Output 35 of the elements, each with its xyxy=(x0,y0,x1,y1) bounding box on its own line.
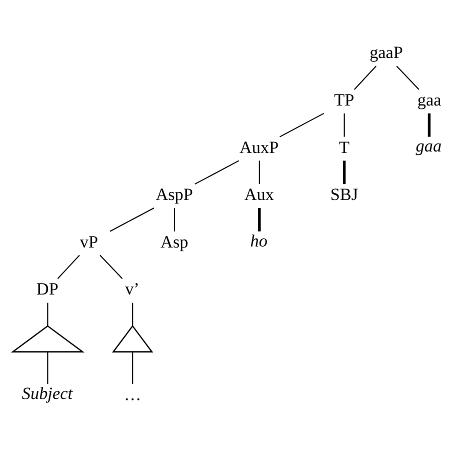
connector xyxy=(100,254,123,279)
connector xyxy=(344,112,345,136)
node-text: vP xyxy=(80,232,98,251)
connector xyxy=(132,302,134,326)
connector xyxy=(280,112,324,137)
node-triangle xyxy=(112,324,154,352)
connector xyxy=(354,65,376,90)
node-text: TP xyxy=(334,90,354,109)
node-text: T xyxy=(338,137,350,156)
node-text: gaa xyxy=(416,136,442,156)
node-text: AuxP xyxy=(240,137,279,156)
connector xyxy=(194,160,240,184)
connector xyxy=(110,207,154,232)
connector xyxy=(342,160,346,184)
node-text: gaaP xyxy=(370,42,403,62)
node-text: Aux xyxy=(244,184,274,204)
node-text: gaa xyxy=(417,90,442,109)
connector xyxy=(132,352,134,384)
connector xyxy=(47,302,48,326)
node-text: DP xyxy=(36,279,58,298)
connector xyxy=(174,207,176,231)
node-text: ho xyxy=(250,230,268,250)
node-text: v’ xyxy=(125,279,140,298)
node-text: … xyxy=(124,384,142,404)
node-text: SBJ xyxy=(330,184,358,204)
connector xyxy=(57,254,80,279)
connector xyxy=(47,352,48,384)
connector xyxy=(428,112,431,136)
node-triangle xyxy=(10,324,85,352)
connector xyxy=(396,65,420,90)
connector xyxy=(258,160,260,184)
node-text: Subject xyxy=(22,383,72,402)
node-text: AspP xyxy=(156,184,193,204)
node-text: Asp xyxy=(160,232,188,251)
connector xyxy=(258,207,261,231)
